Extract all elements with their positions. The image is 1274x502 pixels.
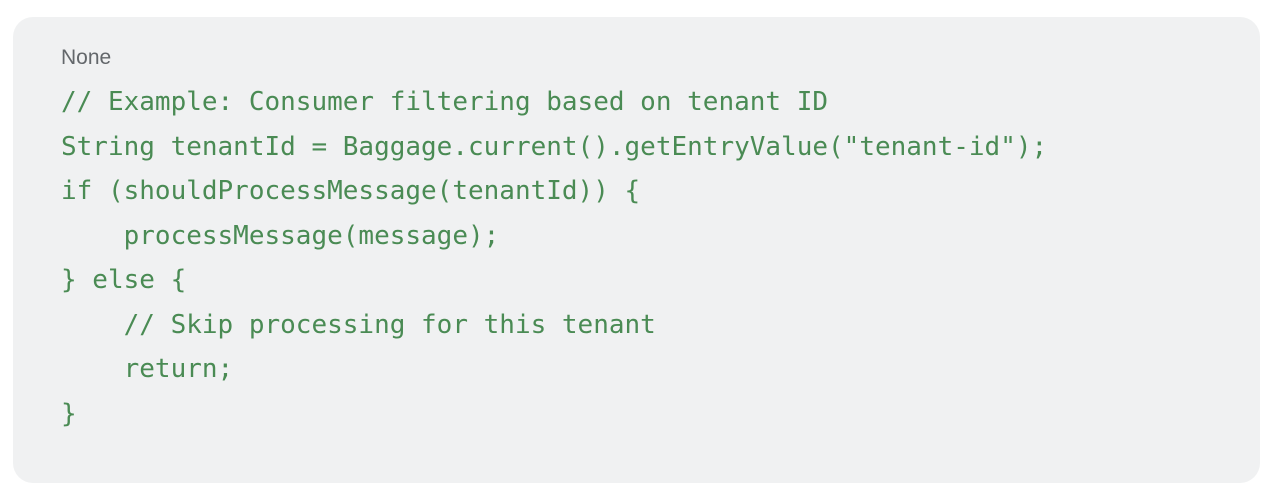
code-line: if (shouldProcessMessage(tenantId)) { — [61, 176, 641, 206]
code-line: String tenantId = Baggage.current().getE… — [61, 131, 1048, 162]
code-line: processMessage(message); — [61, 220, 500, 251]
code-line: return; — [61, 354, 234, 384]
code-language-label: None — [61, 46, 112, 69]
code-line: // Example: Consumer filtering based on … — [61, 87, 829, 117]
code-line: } else { — [61, 265, 187, 295]
code-snippet-card: None // Example: Consumer filtering base… — [13, 17, 1260, 483]
code-line: } — [61, 398, 77, 429]
code-block: // Example: Consumer filtering based on … — [61, 80, 1220, 436]
code-line: // Skip processing for this tenant — [61, 309, 656, 340]
